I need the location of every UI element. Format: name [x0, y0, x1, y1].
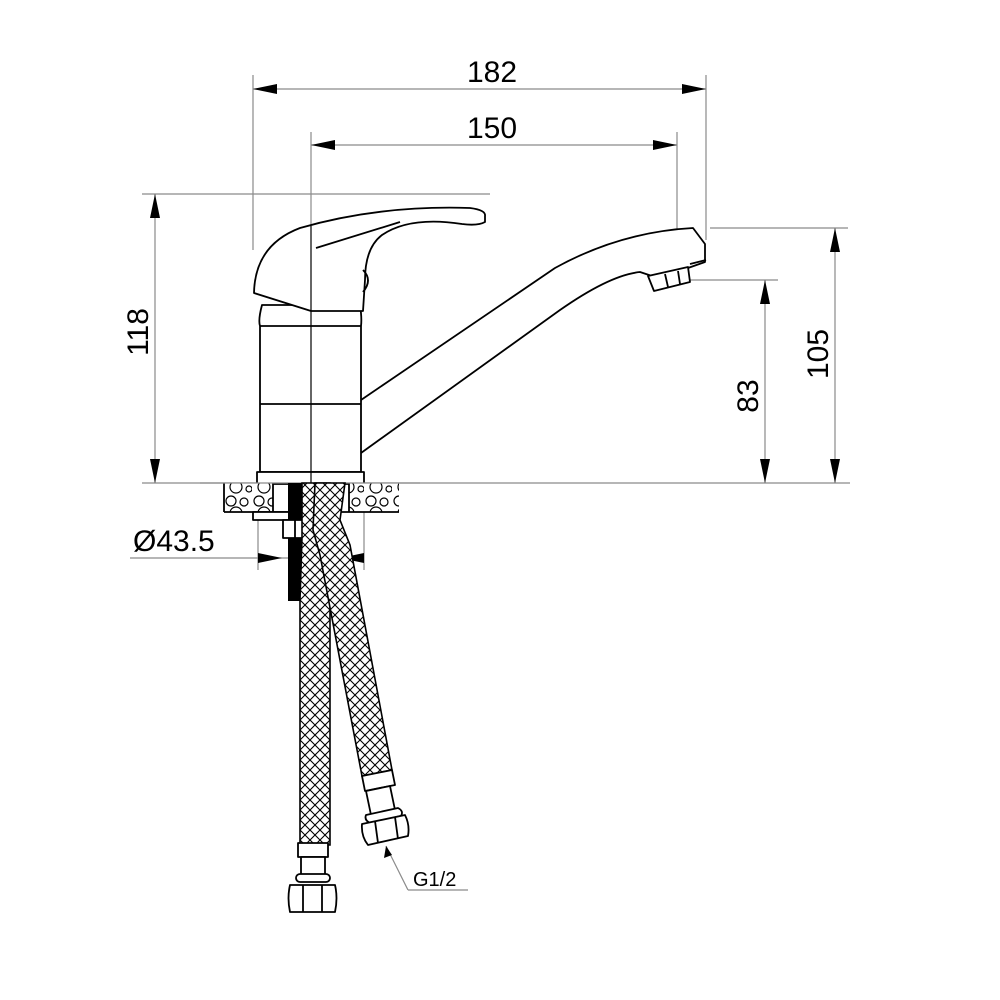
faucet-spout — [357, 227, 707, 454]
dimension-label-105: 105 — [802, 329, 835, 379]
arrow-up-icon — [830, 228, 840, 252]
dimension-label-83: 83 — [732, 379, 765, 412]
dimension-label-118: 118 — [122, 308, 155, 356]
arrow-down-icon — [150, 459, 160, 483]
dimension-base-diameter: Ø43.5 — [130, 490, 365, 570]
dimension-outlet-height: 83 — [690, 279, 778, 483]
arrow-up-icon — [150, 194, 160, 218]
dimension-overall-height: 118 — [122, 193, 850, 484]
arrow-down-icon — [830, 459, 840, 483]
dimension-label-150: 150 — [467, 112, 517, 145]
dimension-label-182: 182 — [467, 56, 517, 89]
dimension-spout-reach: 150 — [310, 112, 678, 255]
hose-right — [312, 482, 410, 846]
mounting-stud — [282, 483, 308, 601]
arrow-left-icon — [311, 140, 335, 150]
callout-hose-thread: G1/2 — [384, 845, 468, 891]
arrow-right-icon — [682, 84, 706, 94]
dimension-label-diameter: Ø43.5 — [133, 525, 215, 558]
dimension-overall-length: 182 — [252, 56, 707, 250]
callout-label-g12: G1/2 — [413, 869, 456, 891]
arrow-down-icon — [760, 459, 770, 483]
leader-arrow-icon — [384, 846, 392, 858]
faucet-body-cartridge — [258, 304, 363, 473]
hose-left — [287, 482, 338, 913]
arrow-right-icon — [258, 553, 282, 563]
arrow-up-icon — [760, 280, 770, 304]
countertop-section — [200, 482, 420, 513]
arrow-left-icon — [253, 84, 277, 94]
arrow-right-icon — [653, 140, 677, 150]
dimension-spout-top-height: 105 — [710, 227, 848, 483]
faucet-lever-handle — [253, 206, 486, 312]
